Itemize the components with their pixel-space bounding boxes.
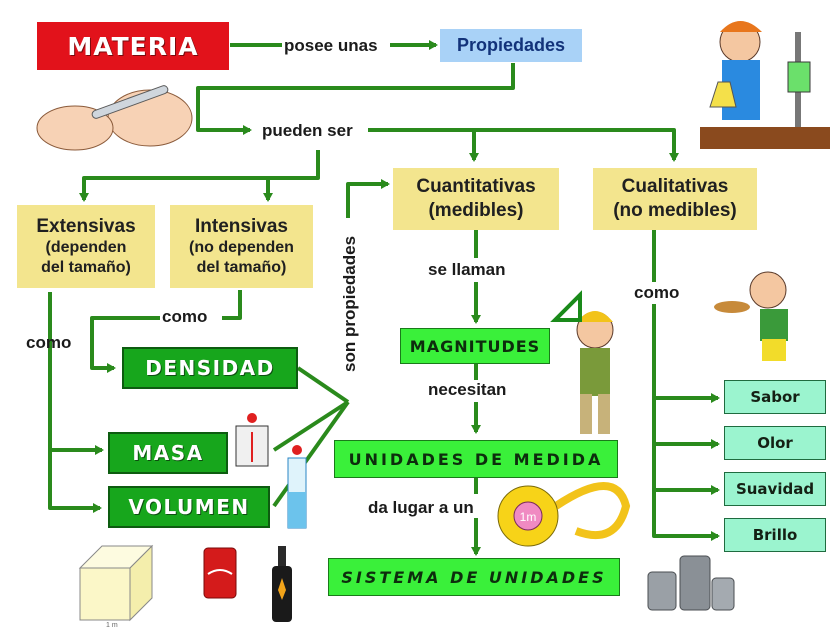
propiedades-box: Propiedades bbox=[440, 29, 582, 62]
cualitativas-title: Cualitativas bbox=[621, 176, 729, 198]
scientist-lab-image bbox=[700, 21, 830, 149]
tape-label: 1m bbox=[520, 510, 537, 524]
densidad-box: DENSIDAD bbox=[122, 347, 298, 389]
masa-box: MASA bbox=[108, 432, 228, 474]
volumen-box: VOLUMEN bbox=[108, 486, 270, 528]
extensivas-title: Extensivas bbox=[36, 215, 136, 237]
como-mid-label: como bbox=[162, 307, 208, 326]
masa-label: MASA bbox=[132, 441, 204, 465]
soda-can-image bbox=[203, 547, 237, 599]
densidad-label: DENSIDAD bbox=[145, 356, 275, 380]
materia-box: MATERIA bbox=[37, 22, 229, 70]
se-llaman-label: se llaman bbox=[428, 260, 506, 279]
smelling-man-image bbox=[714, 271, 788, 361]
boy-ruler-image bbox=[550, 290, 614, 434]
sabor-label: Sabor bbox=[750, 388, 800, 406]
olor-box: Olor bbox=[724, 426, 826, 460]
extensivas-box: Extensivas (dependen del tamaño) bbox=[17, 205, 155, 288]
como-left-label: como bbox=[26, 333, 72, 352]
cualitativas-sub: (no medibles) bbox=[613, 200, 737, 221]
extensivas-sub2: del tamaño) bbox=[41, 259, 131, 277]
weights-image bbox=[647, 555, 735, 611]
propiedades-label: Propiedades bbox=[456, 35, 566, 55]
sabor-box: Sabor bbox=[724, 380, 826, 414]
magnitudes-label: MAGNITUDES bbox=[409, 336, 541, 356]
cuantitativas-title: Cuantitativas bbox=[416, 176, 536, 198]
materia-label: MATERIA bbox=[67, 31, 199, 61]
bottle-image bbox=[272, 546, 292, 622]
intensivas-box: Intensivas (no dependen del tamaño) bbox=[170, 205, 313, 288]
son-propiedades-label: son propiedades bbox=[340, 235, 359, 372]
pueden-ser-label: pueden ser bbox=[262, 121, 353, 140]
magnitudes-box: MAGNITUDES bbox=[400, 328, 550, 364]
olor-label: Olor bbox=[757, 434, 793, 452]
posee-unas-label: posee unas bbox=[284, 36, 378, 55]
unidades-medida-label: UNIDADES DE MEDIDA bbox=[348, 449, 604, 469]
da-lugar-label: da lugar a un bbox=[368, 498, 474, 517]
tape-measure-image: 1m bbox=[497, 482, 631, 547]
intensivas-sub1: (no dependen bbox=[189, 239, 294, 257]
brillo-box: Brillo bbox=[724, 518, 826, 552]
como-right-label: como bbox=[634, 283, 680, 302]
scale-image bbox=[235, 413, 269, 467]
unidades-medida-box: UNIDADES DE MEDIDA bbox=[334, 440, 618, 478]
suavidad-label: Suavidad bbox=[735, 480, 815, 498]
extensivas-sub1: (dependen bbox=[45, 239, 127, 257]
suavidad-box: Suavidad bbox=[724, 472, 826, 506]
graduated-cylinder-image bbox=[287, 445, 307, 529]
sistema-unidades-box: SISTEMA DE UNIDADES bbox=[328, 558, 620, 596]
sistema-unidades-label: SISTEMA DE UNIDADES bbox=[341, 567, 607, 587]
cuantitativas-box: Cuantitativas (medibles) bbox=[393, 168, 559, 230]
hands-thermometer-image bbox=[36, 85, 193, 151]
volumen-label: VOLUMEN bbox=[128, 495, 250, 519]
cuantitativas-sub: (medibles) bbox=[428, 200, 524, 221]
brillo-label: Brillo bbox=[752, 526, 798, 544]
cube-image: 1 m bbox=[78, 544, 154, 628]
cube-side-label: 1 m bbox=[106, 622, 118, 628]
necesitan-label: necesitan bbox=[428, 380, 507, 399]
intensivas-sub2: del tamaño) bbox=[196, 259, 287, 277]
intensivas-title: Intensivas bbox=[195, 215, 288, 237]
cualitativas-box: Cualitativas (no medibles) bbox=[593, 168, 757, 230]
